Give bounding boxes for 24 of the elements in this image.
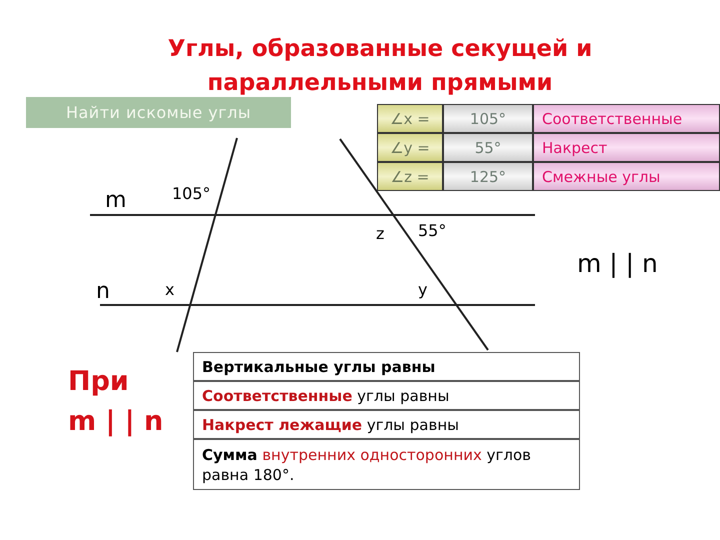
angle-type-cell: Смежные углы — [533, 162, 720, 191]
title: Углы, образованные секущей и параллельными прямыми — [166, 35, 594, 98]
angle-name: z — [376, 224, 384, 243]
task-banner: Найти искомые углы — [26, 97, 291, 128]
angle-type-cell: Накрест — [533, 133, 720, 162]
angle-type-cell: Соответственные — [533, 104, 720, 133]
angle-value-cell: 105° — [443, 104, 533, 133]
angle-value-cell: 55° — [443, 133, 533, 162]
angle-name-cell: ∠x = — [377, 104, 443, 133]
angle-value-cell: 125° — [443, 162, 533, 191]
angle-label: 105° — [172, 184, 211, 203]
angle-name-cell: ∠y = — [377, 133, 443, 162]
line-name: m — [105, 188, 126, 213]
condition-note: При m | | n — [68, 365, 164, 439]
angle-name: x — [165, 280, 174, 299]
rule-row: Вертикальные углы равны — [193, 352, 580, 381]
rule-row: Сумма внутренних односторонних углов равна 180°. — [193, 439, 580, 490]
angle-label: 55° — [418, 221, 446, 240]
rule-row: Накрест лежащие углы равны — [193, 410, 580, 439]
parallel-notation: m | | n — [577, 249, 658, 278]
line-name: n — [96, 279, 110, 304]
angle-name: y — [418, 280, 428, 299]
angle-name-cell: ∠z = — [377, 162, 443, 191]
rule-row: Соответственные углы равны — [193, 381, 580, 410]
